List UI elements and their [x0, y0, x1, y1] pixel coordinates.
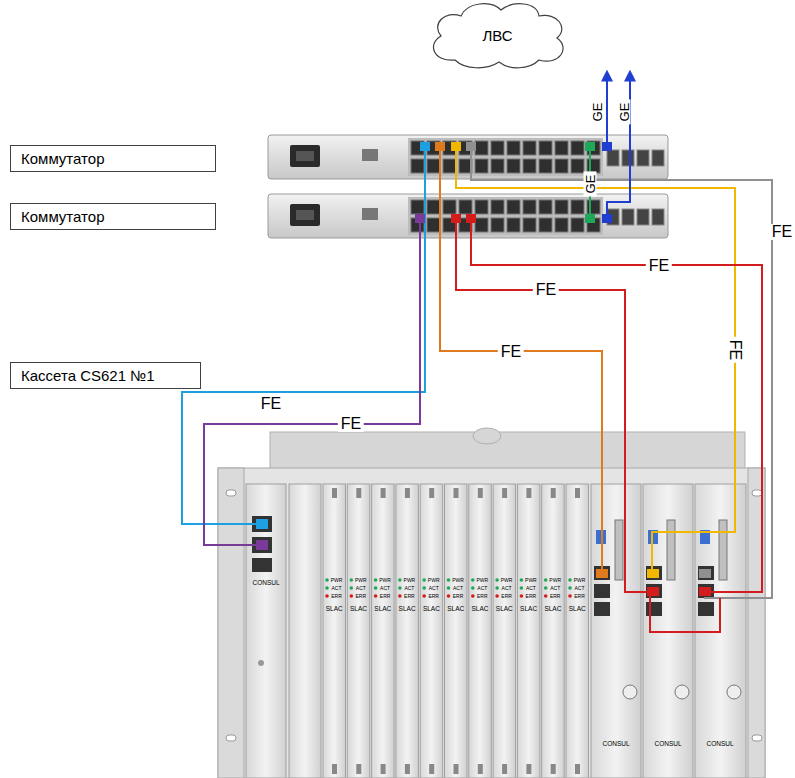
- led-caption: ACT: [380, 586, 390, 591]
- label-box: Кассета CS621 №1: [10, 362, 201, 389]
- box-label: Коммутатор: [21, 208, 104, 225]
- port-markers: [256, 142, 711, 596]
- link-speed: FE: [338, 416, 364, 432]
- cassette-chassis: [218, 428, 765, 778]
- card-name: CONSUL: [706, 741, 733, 748]
- led-caption: ACT: [332, 586, 342, 591]
- card-name: SLAC: [496, 606, 513, 613]
- led-caption: ERR: [477, 594, 488, 599]
- led-caption: ERR: [356, 594, 367, 599]
- cloud-label: ЛВС: [482, 27, 512, 44]
- box-label: Коммутатор: [21, 150, 104, 167]
- led-caption: PWR: [501, 578, 513, 583]
- slac-cards: [323, 484, 589, 778]
- led-caption: PWR: [428, 578, 440, 583]
- led-caption: ERR: [331, 594, 342, 599]
- led-caption: ERR: [501, 594, 512, 599]
- led-caption: PWR: [549, 578, 561, 583]
- led-caption: ACT: [550, 586, 560, 591]
- led-caption: ERR: [380, 594, 391, 599]
- link-speed: GE: [584, 172, 597, 197]
- link-speed: FE: [498, 344, 524, 360]
- card-name: SLAC: [399, 606, 416, 613]
- link-speed: FE: [258, 396, 284, 412]
- link-speed: FE: [727, 337, 743, 363]
- led-caption: ERR: [526, 594, 537, 599]
- link-speed: FE: [533, 282, 559, 298]
- led-caption: PWR: [379, 578, 391, 583]
- card-name: SLAC: [326, 606, 343, 613]
- led-caption: ACT: [429, 586, 439, 591]
- card-name: SLAC: [447, 606, 464, 613]
- led-caption: ERR: [453, 594, 464, 599]
- card-name: SLAC: [350, 606, 367, 613]
- led-caption: ERR: [404, 594, 415, 599]
- led-caption: ACT: [453, 586, 463, 591]
- led-caption: ACT: [404, 586, 414, 591]
- link-speed: GE: [591, 100, 604, 125]
- led-caption: ERR: [550, 594, 561, 599]
- label-box: Коммутатор: [10, 145, 216, 172]
- led-caption: ACT: [575, 586, 585, 591]
- led-caption: PWR: [452, 578, 464, 583]
- led-caption: PWR: [476, 578, 488, 583]
- link-speed: GE: [618, 100, 631, 125]
- switch-ports: [411, 141, 664, 232]
- cloud-node: ЛВС: [425, 0, 570, 70]
- led-caption: ERR: [428, 594, 439, 599]
- cables: [182, 72, 772, 632]
- led-caption: ERR: [574, 594, 585, 599]
- box-label: Кассета CS621 №1: [21, 367, 155, 384]
- card-name: SLAC: [520, 606, 537, 613]
- link-speed: FE: [646, 258, 672, 274]
- led-caption: ACT: [502, 586, 512, 591]
- led-caption: PWR: [574, 578, 586, 583]
- card-name: SLAC: [472, 606, 489, 613]
- led-caption: ACT: [526, 586, 536, 591]
- consul-cards: [591, 484, 746, 778]
- led-caption: ACT: [356, 586, 366, 591]
- switch-drawing: [268, 135, 668, 238]
- card-name: SLAC: [423, 606, 440, 613]
- link-speed: FE: [769, 224, 795, 240]
- card-name: SLAC: [374, 606, 391, 613]
- led-caption: PWR: [355, 578, 367, 583]
- card-name: SLAC: [569, 606, 586, 613]
- led-caption: PWR: [525, 578, 537, 583]
- led-caption: ACT: [477, 586, 487, 591]
- led-caption: PWR: [331, 578, 343, 583]
- card-name: SLAC: [544, 606, 561, 613]
- card-name: CONSUL: [252, 580, 279, 587]
- label-box: Коммутатор: [10, 203, 216, 230]
- card-name: CONSUL: [654, 741, 681, 748]
- led-caption: PWR: [404, 578, 416, 583]
- card-name: CONSUL: [602, 741, 629, 748]
